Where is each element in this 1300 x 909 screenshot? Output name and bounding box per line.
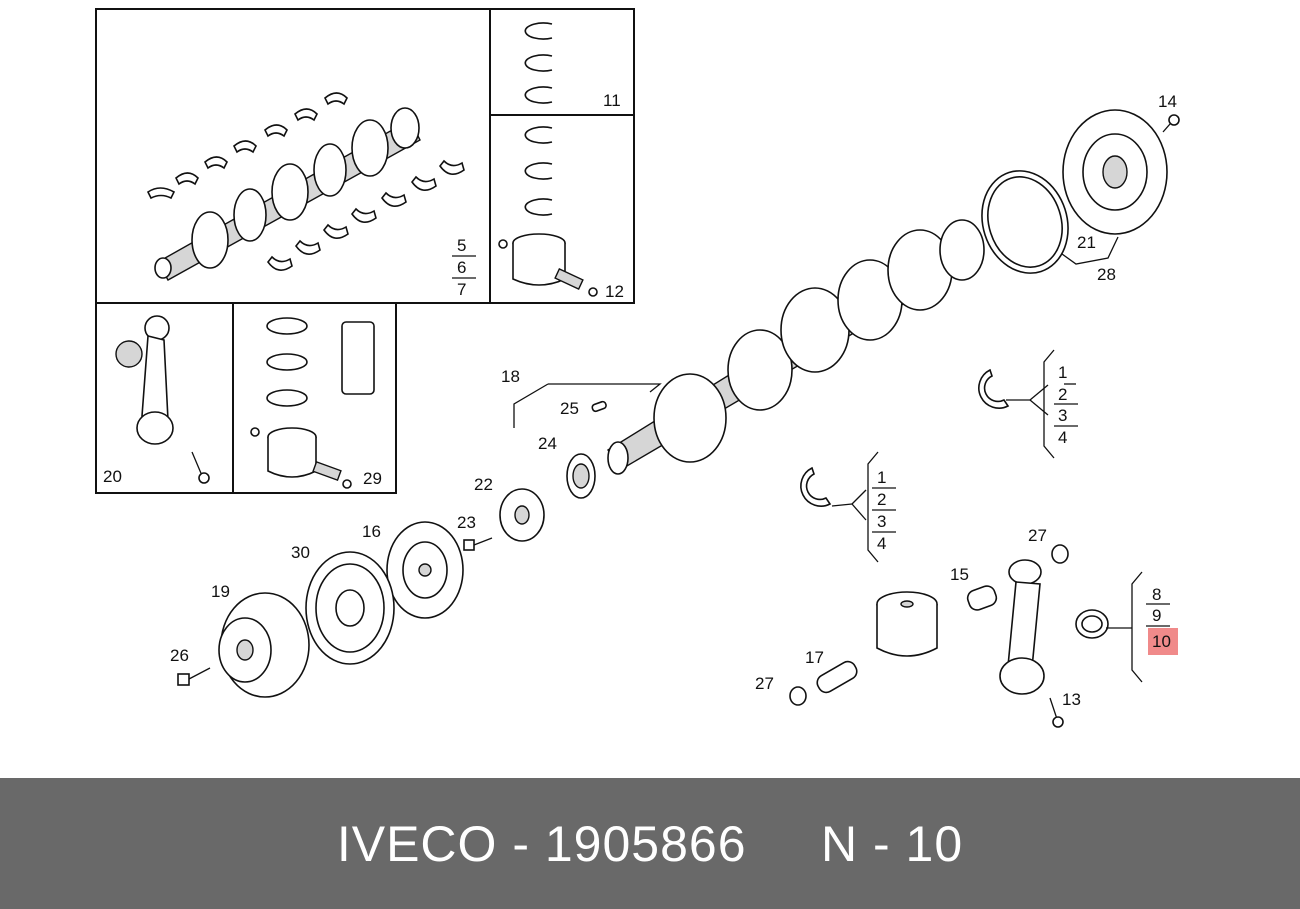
big-end-bearing-shells (1075, 609, 1109, 639)
piston-pin-17 (816, 660, 858, 694)
label-11: 11 (603, 91, 621, 110)
label-21: 21 (1077, 233, 1096, 252)
label-7: 7 (457, 280, 466, 299)
bolt-26 (177, 667, 211, 686)
label-8: 8 (1152, 585, 1161, 604)
bolt-14 (1162, 114, 1180, 133)
label-26: 26 (170, 646, 189, 665)
damper-19 (218, 592, 310, 698)
label-20: 20 (103, 467, 122, 486)
inset-crankshaft (154, 107, 421, 281)
label-27-upper: 27 (1028, 526, 1047, 545)
part-number-text: IVECO - 1905866 N - 10 (336, 815, 964, 872)
label-2-middle: 2 (877, 490, 886, 509)
part-labels: 1 2 3 4 1 2 3 4 5 6 7 8 9 10 11 12 13 14… (103, 91, 1177, 709)
inset-piston-kit-12 (498, 126, 598, 297)
label-4-right: 4 (1058, 428, 1067, 447)
label-6: 6 (457, 258, 466, 277)
label-4-middle: 4 (877, 534, 886, 553)
inset-ring-set-11 (524, 22, 553, 104)
inset-upper-bearing-shells (146, 92, 348, 200)
label-24: 24 (538, 434, 557, 453)
ring-gear-21 (981, 170, 1069, 274)
label-12: 12 (605, 282, 624, 301)
connecting-rod (999, 559, 1045, 695)
inset-piston-kit-box (232, 302, 397, 494)
flywheel (1062, 109, 1168, 235)
label-3-middle: 3 (877, 512, 886, 531)
inset-conrod-20 (115, 315, 210, 484)
small-end-bush-15 (966, 585, 998, 611)
label-30: 30 (291, 543, 310, 562)
label-27-lower: 27 (755, 674, 774, 693)
woodruff-key-25 (591, 400, 607, 413)
label-25: 25 (560, 399, 579, 418)
label-19: 19 (211, 582, 230, 601)
pulley-16 (386, 521, 464, 619)
circlip-27-lower (789, 686, 807, 706)
label-1-middle: 1 (877, 468, 886, 487)
label-22: 22 (474, 475, 493, 494)
inset-lower-bearing-shells (266, 159, 465, 271)
bolt-13 (1049, 697, 1064, 728)
label-10: 10 (1152, 632, 1171, 651)
label-18: 18 (501, 367, 520, 386)
label-2-right: 2 (1058, 385, 1067, 404)
label-29: 29 (363, 469, 382, 488)
exploded-view-drawing: 1 2 3 4 1 2 3 4 5 6 7 8 9 10 11 12 13 14… (95, 8, 1180, 728)
label-1-right: 1 (1058, 363, 1067, 382)
leader-lines (452, 236, 1170, 683)
thrust-washer-upper-right (978, 368, 1010, 409)
piston (876, 591, 938, 657)
crankshaft (607, 219, 985, 475)
label-14: 14 (1158, 92, 1177, 111)
label-9: 9 (1152, 606, 1161, 625)
label-28: 28 (1097, 265, 1116, 284)
bolt-23 (463, 537, 493, 551)
parts-diagram: 1 2 3 4 1 2 3 4 5 6 7 8 9 10 11 12 13 14… (95, 8, 1180, 728)
inset-piston-kit-29 (250, 317, 375, 489)
thrust-washer-middle (800, 466, 832, 507)
label-23: 23 (457, 513, 476, 532)
label-15: 15 (950, 565, 969, 584)
label-13: 13 (1062, 690, 1081, 709)
label-3-right: 3 (1058, 406, 1067, 425)
highlight-part-10 (1148, 628, 1178, 655)
circlip-27-upper (1051, 544, 1069, 564)
pulley-30 (305, 551, 395, 665)
label-5: 5 (457, 236, 466, 255)
part-number-banner: IVECO - 1905866 N - 10 (0, 778, 1300, 909)
label-17: 17 (805, 648, 824, 667)
timing-gear-24 (566, 453, 596, 499)
hub-22 (499, 488, 545, 542)
label-16: 16 (362, 522, 381, 541)
